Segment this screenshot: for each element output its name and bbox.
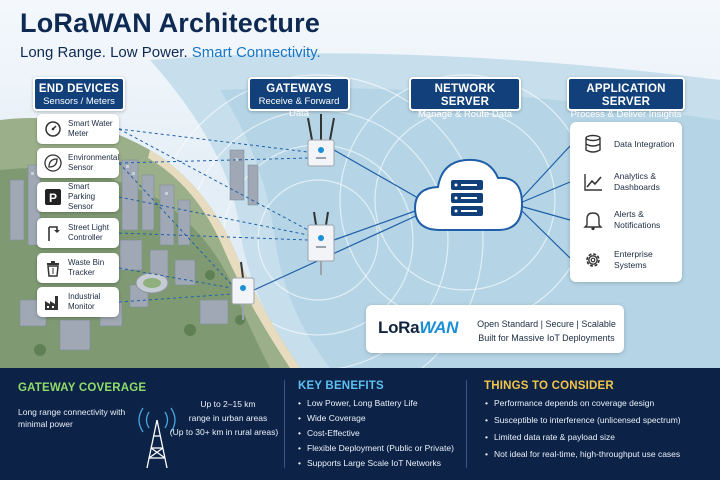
lorawan-features: Open Standard | Secure | Scalable: [477, 319, 616, 329]
consider-item: Susceptible to interference (unlicensed …: [485, 415, 681, 425]
lorawan-tagline: Built for Massive IoT Deployments: [478, 333, 615, 343]
gateway-icon-2: [307, 211, 335, 275]
application-server-header: APPLICATION SERVER Process & Deliver Ins…: [567, 77, 685, 120]
page-title: LoRaWAN Architecture: [20, 8, 321, 38]
gateways-title: GATEWAYS: [266, 83, 332, 95]
bell-icon: [580, 207, 606, 233]
application-panel: Data Integration Analytics & Dashboards …: [570, 122, 682, 282]
app-alerts-notifications: Alerts & Notifications: [580, 205, 680, 235]
server-links: [519, 145, 571, 259]
factory-icon: [42, 291, 64, 313]
app-label: Alerts & Notifications: [614, 209, 661, 230]
lorawan-logo: LoRaWAN: [378, 318, 458, 338]
device-smart-water-meter: Smart Water Meter: [37, 114, 119, 144]
end-devices-header: END DEVICES Sensors / Meters: [33, 77, 125, 111]
device-industrial-monitor: Industrial Monitor: [37, 287, 119, 317]
gateway-links: [253, 149, 419, 291]
device-waste-bin-tracker: Waste Bin Tracker: [37, 253, 119, 283]
page-subtitle: Long Range. Low Power. Smart Connectivit…: [20, 44, 321, 61]
device-label: Street Light Controller: [68, 223, 109, 242]
device-environmental-sensor: Environmental Sensor: [37, 148, 119, 178]
network-server-header: NETWORK SERVER Manage & Route Data: [409, 77, 521, 120]
device-smart-parking-sensor: P Smart Parking Sensor: [37, 182, 119, 212]
tower-icon: [138, 407, 176, 469]
application-server-title: APPLICATION SERVER: [586, 83, 666, 108]
benefit-item: Cost-Effective: [298, 428, 360, 438]
device-label: Smart Parking Sensor: [68, 182, 96, 211]
lorawan-info-box: LoRaWAN Open Standard | Secure | Scalabl…: [366, 305, 624, 353]
app-label: Analytics & Dashboards: [614, 171, 660, 192]
database-icon: [580, 131, 606, 157]
benefit-item: Low Power, Long Battery Life: [298, 398, 418, 408]
app-analytics-dashboards: Analytics & Dashboards: [580, 167, 680, 197]
coverage-range-urban-b: range in urban areas: [188, 413, 268, 423]
consider-item: Not ideal for real-time, high-throughput…: [485, 449, 680, 459]
server-stack-icon: [451, 180, 483, 216]
end-devices-title: END DEVICES: [38, 83, 120, 95]
footer-divider-1: [284, 380, 285, 468]
end-devices-subtitle: Sensors / Meters: [43, 96, 115, 107]
consider-item: Performance depends on coverage design: [485, 398, 654, 408]
coverage-range-urban-a: Up to 2–15 km: [200, 399, 256, 409]
network-server-title: NETWORK SERVER: [434, 83, 496, 108]
benefit-item: Wide Coverage: [298, 413, 366, 423]
coverage-desc: Long range connectivity with minimal pow…: [18, 407, 126, 429]
device-street-light-controller: Street Light Controller: [37, 218, 119, 248]
application-server-subtitle: Process & Deliver Insights: [570, 109, 682, 120]
gateways-header: GATEWAYS Receive & Forward Data: [248, 77, 350, 119]
app-data-integration: Data Integration: [580, 129, 680, 159]
benefits-title: KEY BENEFITS: [298, 380, 384, 392]
coverage-range-rural: (Up to 30+ km in rural areas): [169, 427, 279, 437]
subtitle-accent: Smart Connectivity.: [191, 44, 321, 61]
parking-icon: P: [42, 186, 64, 208]
device-links: [118, 128, 309, 303]
device-label: Smart Water Meter: [68, 119, 113, 138]
svg-text:P: P: [49, 191, 57, 205]
network-server-subtitle: Manage & Route Data: [417, 109, 512, 120]
footer-divider-2: [466, 380, 467, 468]
gateways-subtitle: Receive & Forward Data: [258, 96, 340, 119]
logo-wan: WAN: [419, 318, 459, 337]
logo-lora: LoRa: [378, 318, 420, 337]
gateway-icon-3: [231, 261, 255, 320]
device-label: Industrial Monitor: [68, 292, 101, 311]
benefit-item: Flexible Deployment (Public or Private): [298, 443, 454, 453]
benefit-item: Supports Large Scale IoT Networks: [298, 458, 441, 468]
coverage-title: GATEWAY COVERAGE: [18, 382, 147, 394]
consider-item: Limited data rate & payload size: [485, 432, 615, 442]
chart-line-icon: [580, 169, 606, 195]
gear-icon: [580, 247, 606, 273]
app-label: Data Integration: [614, 138, 675, 149]
leaf-icon: [42, 152, 64, 174]
footer-panel: GATEWAY COVERAGE Long range connectivity…: [0, 368, 720, 480]
consider-title: THINGS TO CONSIDER: [484, 380, 614, 392]
app-label: Enterprise Systems: [614, 249, 653, 270]
water-meter-icon: [42, 118, 64, 140]
device-label: Waste Bin Tracker: [68, 258, 105, 277]
street-light-icon: [42, 222, 64, 244]
trash-bin-icon: [42, 257, 64, 279]
device-label: Environmental Sensor: [68, 153, 120, 172]
gateway-icon-1: [307, 114, 335, 167]
subtitle-main: Long Range. Low Power.: [20, 44, 192, 61]
app-enterprise-systems: Enterprise Systems: [580, 245, 680, 275]
